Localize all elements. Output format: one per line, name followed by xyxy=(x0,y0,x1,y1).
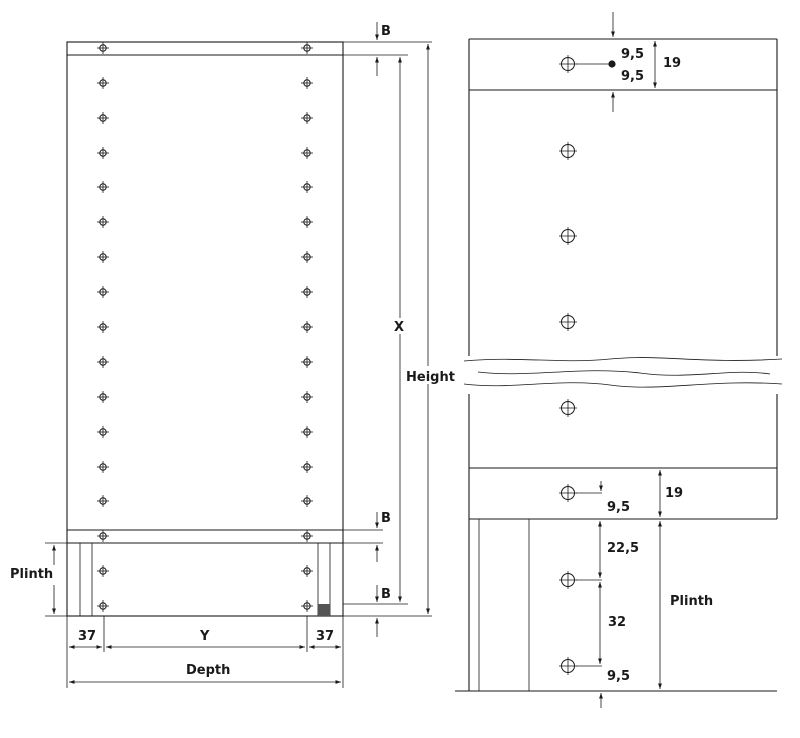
mounting-holes xyxy=(97,42,313,612)
hole-left-16 xyxy=(97,600,109,612)
dim-b-bottom: B xyxy=(343,585,432,637)
detail-hole-3 xyxy=(559,313,577,331)
break-line-upper xyxy=(463,357,783,362)
hole-left-10 xyxy=(97,391,109,403)
hole-right-11 xyxy=(301,426,313,438)
dim-first-hole: 22,5 xyxy=(576,521,639,581)
hole-left-11 xyxy=(97,426,109,438)
detail-hole-2 xyxy=(559,227,577,245)
hole-right-8 xyxy=(301,321,313,333)
cabinet-outline xyxy=(66,41,344,617)
hole-left-8 xyxy=(97,321,109,333)
hole-right-15 xyxy=(301,565,313,577)
hole-left-2 xyxy=(97,112,109,124)
label-half-pitch-band: 9,5 xyxy=(607,500,630,515)
hole-right-13 xyxy=(301,495,313,507)
hole-right-6 xyxy=(301,251,313,263)
detail-hole-1 xyxy=(559,142,577,160)
label-first-hole: 22,5 xyxy=(607,541,639,556)
hole-left-7 xyxy=(97,286,109,298)
hole-right-9 xyxy=(301,356,313,368)
dim-half-pitch-bottom: 9,5 xyxy=(599,669,630,708)
dim-half-pitch-band: 9,5 xyxy=(576,481,630,515)
label-b-top: B xyxy=(381,24,391,39)
label-offset-right: 37 xyxy=(316,629,334,644)
label-top-band: 19 xyxy=(663,56,681,71)
label-b-bottom: B xyxy=(381,587,391,602)
hole-right-5 xyxy=(301,216,313,228)
detail-hole-4 xyxy=(559,399,577,417)
detail-hole-5 xyxy=(559,484,577,502)
label-offset-left: 37 xyxy=(78,629,96,644)
front-view: B B B X Height xyxy=(10,22,455,688)
dim-hole-pitch: 32 xyxy=(576,582,626,667)
label-half-pitch-bottom: 9,5 xyxy=(607,669,630,684)
hole-right-3 xyxy=(301,147,313,159)
hole-left-9 xyxy=(97,356,109,368)
label-depth: Depth xyxy=(186,663,230,678)
hole-left-4 xyxy=(97,181,109,193)
label-height: Height xyxy=(406,370,455,385)
hole-left-1 xyxy=(97,77,109,89)
hole-left-12 xyxy=(97,461,109,473)
hole-left-15 xyxy=(97,565,109,577)
hole-left-13 xyxy=(97,495,109,507)
label-hole-pitch: 32 xyxy=(608,615,626,630)
break-line-lower xyxy=(463,382,783,388)
dim-b-top: B xyxy=(343,22,432,76)
label-plinth-left: Plinth xyxy=(10,567,53,582)
hole-right-1 xyxy=(301,77,313,89)
label-b-middle: B xyxy=(381,511,391,526)
hole-left-5 xyxy=(97,216,109,228)
detail-hole-0 xyxy=(559,55,577,73)
dim-depth: Depth xyxy=(69,663,341,684)
plinth-right-foot xyxy=(318,604,330,616)
dim-plinth-right: Plinth xyxy=(658,521,713,689)
hole-left-14 xyxy=(97,530,109,542)
hole-right-7 xyxy=(301,286,313,298)
dim-x: X xyxy=(394,57,404,602)
label-plinth-right: Plinth xyxy=(670,594,713,609)
dim-b-middle: B xyxy=(343,511,391,562)
hole-right-2 xyxy=(301,112,313,124)
hole-right-4 xyxy=(301,181,313,193)
plinth-left-panel xyxy=(79,542,93,617)
detail-view: 9,5 9,5 19 19 9,5 22,5 32 xyxy=(455,12,783,708)
dim-bottom-band: 19 xyxy=(658,470,683,517)
label-bottom-band: 19 xyxy=(665,486,683,501)
hole-left-3 xyxy=(97,147,109,159)
dim-plinth-left: Plinth xyxy=(10,542,80,617)
detail-hole-7 xyxy=(559,657,577,675)
hole-right-10 xyxy=(301,391,313,403)
hole-right-12 xyxy=(301,461,313,473)
hole-left-0 xyxy=(97,42,109,54)
dim-offset-row: 37 Y 37 xyxy=(69,629,341,649)
hole-right-0 xyxy=(301,42,313,54)
hole-right-14 xyxy=(301,530,313,542)
label-half-pitch-top-a: 9,5 xyxy=(621,47,644,62)
detail-hole-6 xyxy=(559,571,577,589)
dim-half-pitch-top: 9,5 9,5 xyxy=(611,12,644,112)
label-x: X xyxy=(394,320,404,335)
dim-height: Height xyxy=(406,44,455,614)
dim-top-band: 19 xyxy=(653,41,681,88)
label-y: Y xyxy=(199,629,210,644)
hole-left-6 xyxy=(97,251,109,263)
detail-holes xyxy=(559,55,577,675)
hole-right-16 xyxy=(301,600,313,612)
label-half-pitch-top-b: 9,5 xyxy=(621,69,644,84)
